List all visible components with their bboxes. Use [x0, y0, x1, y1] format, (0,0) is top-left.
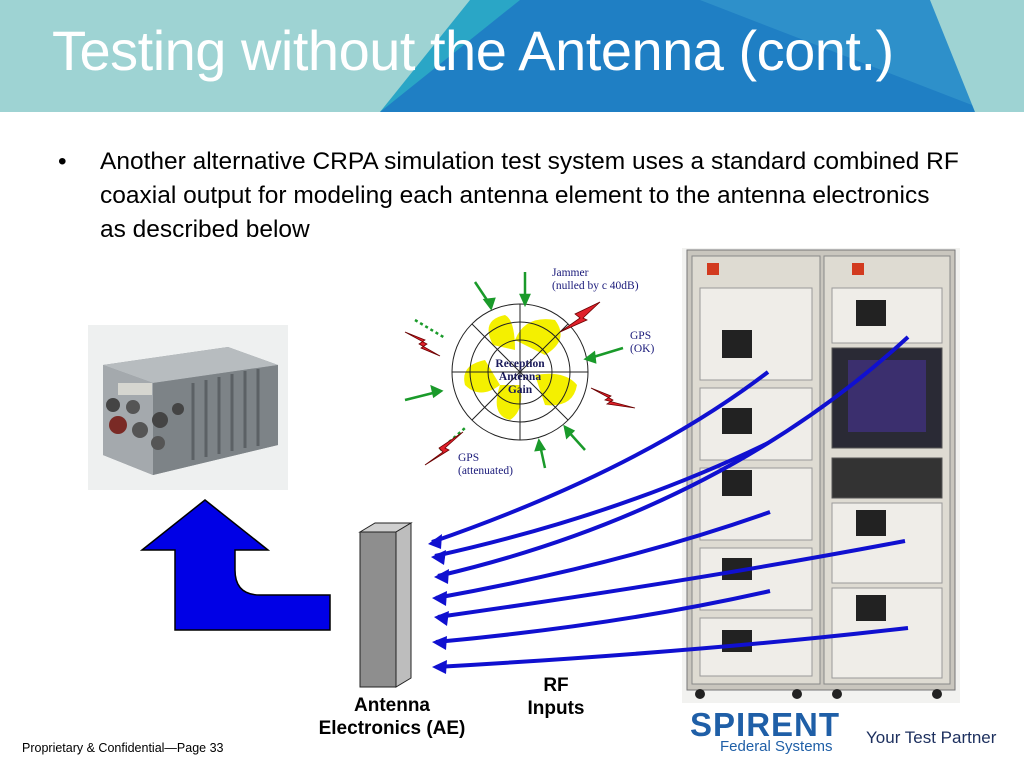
- rf-cable-4: [435, 510, 771, 600]
- ae-label-line1: Antenna: [354, 695, 430, 716]
- rf-label-line1: RF: [543, 675, 569, 696]
- jammer-label: Jammer (nulled by c 40dB): [552, 267, 639, 293]
- bullet-text: Another alternative CRPA simulation test…: [100, 148, 959, 243]
- slide-title: Testing without the Antenna (cont.): [52, 19, 894, 82]
- ae-label-line2: Electronics (AE): [318, 718, 466, 739]
- simulator-rack-photo: [682, 248, 960, 703]
- header-band: [0, 0, 1024, 112]
- ae-hardware-photo: [88, 325, 288, 490]
- antenna-gain-diagram: [404, 272, 636, 469]
- big-curved-arrow: [139, 499, 331, 631]
- tagline: Your Test Partner: [866, 728, 997, 747]
- gain-center-label: Reception Antenna Gain: [478, 358, 562, 397]
- rf-inputs-label: RF Inputs: [506, 674, 606, 720]
- jammer-label-line1: Jammer: [552, 267, 589, 279]
- rf-cable-1: [431, 370, 770, 544]
- rf-cable-5: [437, 539, 906, 619]
- gain-label-line1: Reception: [495, 358, 545, 370]
- gps-att-line2: (attenuated): [458, 465, 513, 477]
- rf-cable-2: [434, 441, 769, 558]
- footer-page-text: Proprietary & Confidential—Page 33: [22, 741, 224, 755]
- ae-label: Antenna Electronics (AE): [292, 694, 492, 740]
- gain-label-line2: Antenna: [498, 371, 542, 383]
- rf-cable-3: [437, 335, 910, 578]
- gps-att-line1: GPS: [458, 452, 480, 464]
- brand-subtitle: Federal Systems: [720, 738, 833, 755]
- gps-ok-line2: (OK): [630, 343, 655, 355]
- rf-cable-6: [435, 589, 771, 644]
- bullet-dot: •: [58, 148, 67, 175]
- gps-ok-line1: GPS: [630, 330, 652, 342]
- rf-cable-7: [435, 626, 909, 669]
- gps-attenuated-label: GPS (attenuated): [458, 452, 513, 478]
- gps-ok-label: GPS (OK): [630, 330, 654, 356]
- jammer-label-line2: (nulled by c 40dB): [552, 280, 639, 292]
- ae-block: [358, 522, 413, 688]
- gain-label-line3: Gain: [507, 384, 533, 396]
- brand-logo: SPIRENT: [690, 706, 841, 743]
- rf-label-line2: Inputs: [527, 698, 585, 719]
